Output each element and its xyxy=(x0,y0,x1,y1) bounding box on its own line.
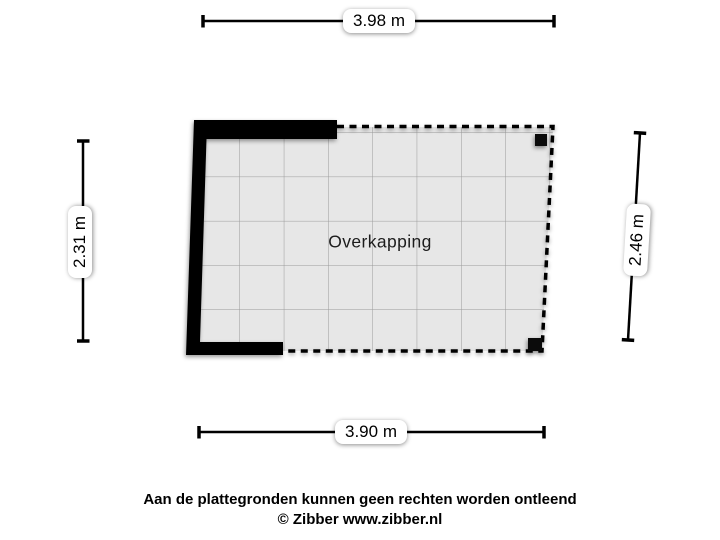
dimension-label-left: 2.31 m xyxy=(68,206,92,278)
dimension-label-bottom: 3.90 m xyxy=(335,420,407,444)
dimension-label-right: 2.46 m xyxy=(622,203,652,277)
dimension-label-top: 3.98 m xyxy=(343,9,415,33)
open-boundary-dashed-line xyxy=(283,124,555,353)
wall-outline xyxy=(186,120,337,355)
floor-tile-grid xyxy=(200,127,553,351)
post-top-right xyxy=(535,134,547,146)
footer-copyright: © Zibber www.zibber.nl xyxy=(277,511,443,528)
footer: Aan de plattegronden kunnen geen rechten… xyxy=(0,490,720,530)
post-bottom-right xyxy=(528,338,542,351)
room-label: Overkapping xyxy=(328,231,432,252)
footer-disclaimer: Aan de plattegronden kunnen geen rechten… xyxy=(143,491,577,508)
